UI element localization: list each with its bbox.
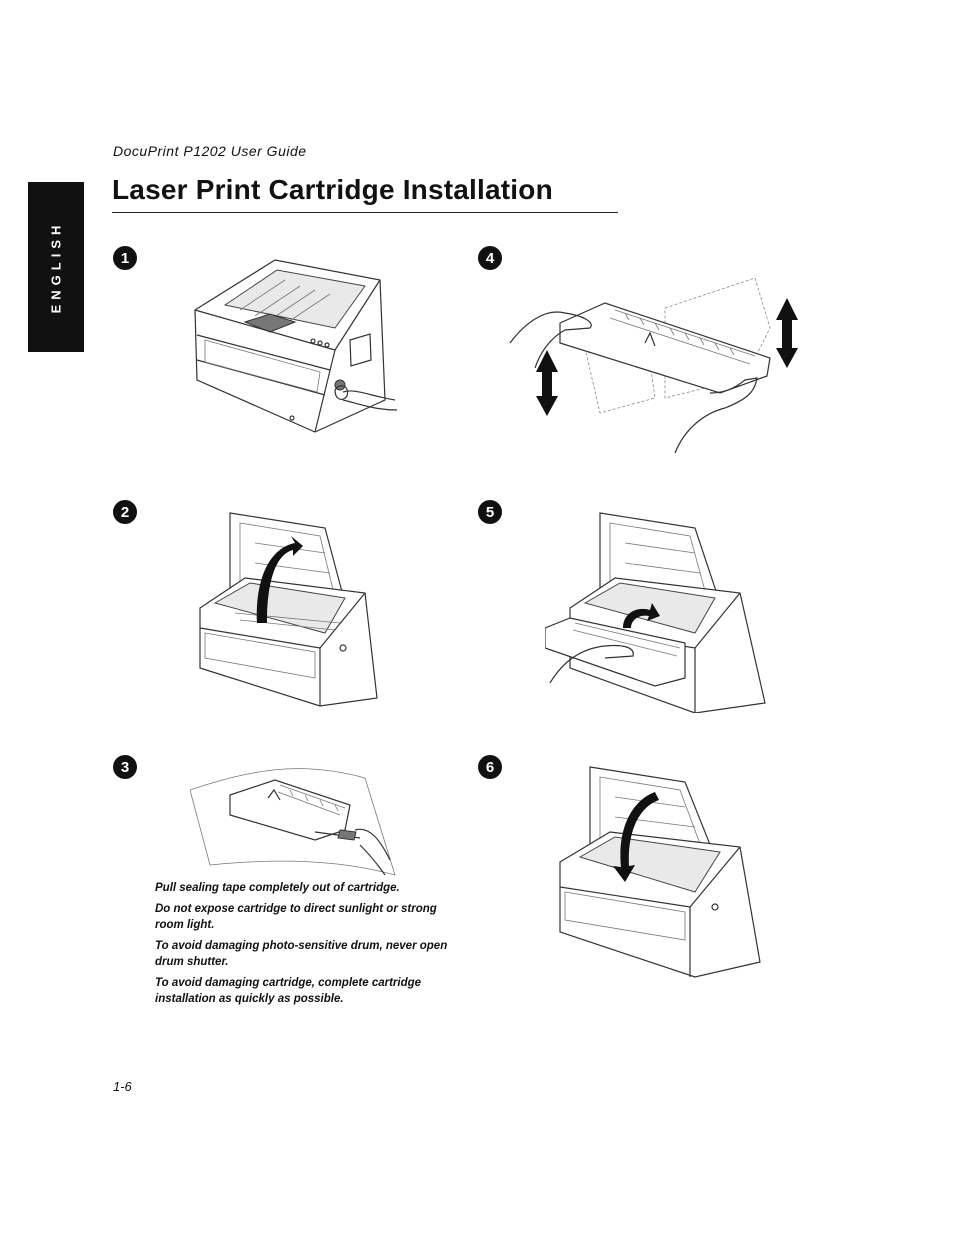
language-tab: ENGLISH — [28, 182, 84, 352]
step-badge-6: 6 — [478, 755, 502, 779]
rock-arrow-left-icon — [536, 350, 558, 416]
shake-cartridge-illustration — [509, 277, 798, 453]
note-sunlight: Do not expose cartridge to direct sunlig… — [155, 903, 437, 931]
step-badge-3: 3 — [113, 755, 137, 779]
note-drum-shutter: To avoid damaging photo-sensitive drum, … — [155, 940, 448, 968]
lift-arrow-icon — [256, 536, 303, 623]
printer-closed-illustration — [194, 259, 398, 433]
close-arrow-icon — [613, 792, 659, 882]
guide-title: DocuPrint P1202 User Guide — [113, 143, 307, 159]
close-cover-illustration — [559, 766, 761, 978]
language-tab-label: ENGLISH — [48, 220, 64, 314]
step-badge-1: 1 — [113, 246, 137, 270]
note-quick-install: To avoid damaging cartridge, complete ca… — [155, 977, 422, 1005]
title-rule — [112, 212, 618, 213]
page-number: 1-6 — [113, 1079, 132, 1094]
cartridge-notes: Pull sealing tape completely out of cart… — [155, 880, 465, 1012]
insert-cartridge-illustration — [545, 512, 766, 713]
rock-arrow-right-icon — [776, 298, 798, 368]
insert-arrow-icon — [623, 603, 660, 628]
pull-tape-illustration — [190, 768, 396, 876]
note-pull-tape: Pull sealing tape completely out of cart… — [155, 882, 400, 894]
step-badge-4: 4 — [478, 246, 502, 270]
page-title: Laser Print Cartridge Installation — [112, 174, 553, 205]
step-badge-2: 2 — [113, 500, 137, 524]
open-cover-illustration — [199, 512, 378, 707]
step-badge-5: 5 — [478, 500, 502, 524]
